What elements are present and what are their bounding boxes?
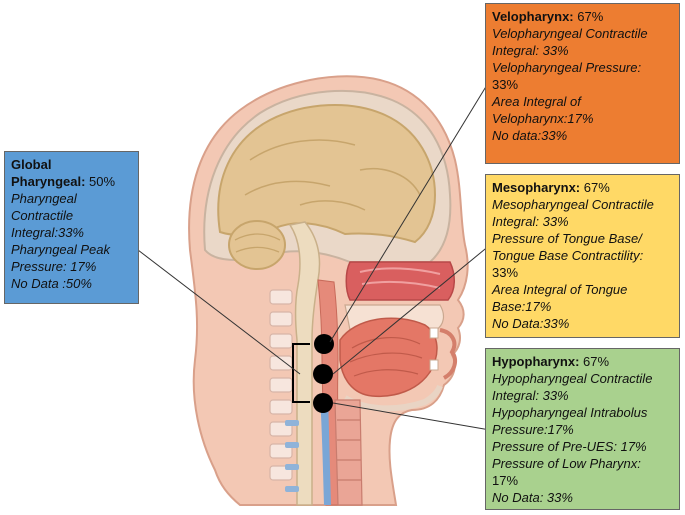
- hypopharynx-percent: 67%: [579, 354, 610, 369]
- mesopharynx-line: Mesopharyngeal Contractile: [492, 197, 654, 212]
- velopharynx-title: Velopharynx:: [492, 9, 574, 24]
- mesopharynx-leader-line: [332, 244, 491, 375]
- velopharynx-line: Velopharyngeal Pressure:: [492, 60, 642, 75]
- mandible: [343, 384, 443, 412]
- hypopharynx-leader-line: [332, 402, 491, 431]
- vertebral-discs: [285, 420, 299, 492]
- global-line: Pharyngeal: [11, 191, 77, 206]
- global-line: Integral:33%: [11, 225, 84, 240]
- hypopharynx-line: Hypopharyngeal Contractile: [492, 371, 653, 386]
- mesopharynx-box: Mesopharynx: 67% Mesopharyngeal Contract…: [485, 174, 680, 338]
- velopharynx-marker: [314, 334, 334, 354]
- velopharynx-line: Integral: 33%: [492, 43, 569, 58]
- mesopharynx-title: Mesopharynx:: [492, 180, 581, 195]
- velopharynx-box: Velopharynx: 67% Velopharyngeal Contract…: [485, 3, 680, 164]
- global-line: No Data :50%: [11, 276, 92, 291]
- mesopharynx-line: Tongue Base Contractility:: [492, 248, 644, 263]
- mesopharynx-line: Integral: 33%: [492, 214, 569, 229]
- mesopharynx-line: Base:17%: [492, 299, 552, 314]
- hypopharynx-marker: [313, 393, 333, 413]
- mesopharynx-marker: [313, 364, 333, 384]
- hypopharynx-line: Hypopharyngeal Intrabolus: [492, 405, 648, 420]
- velopharynx-line: Velopharynx:17%: [492, 111, 594, 126]
- region-bracket: [292, 343, 310, 403]
- global-leader-line: [137, 249, 301, 375]
- hypopharynx-box: Hypopharynx: 67% Hypopharyngeal Contract…: [485, 348, 680, 510]
- tongue: [339, 317, 438, 398]
- global-line: Pressure: 17%: [11, 259, 97, 274]
- global-line: Contractile: [11, 208, 74, 223]
- hypopharynx-line: Pressure of Pre-UES: 17%: [492, 439, 647, 454]
- velopharynx-leader-line: [329, 79, 491, 343]
- global-percent: 50%: [85, 174, 116, 189]
- hypopharynx-title: Hypopharynx:: [492, 354, 580, 369]
- global-pharyngeal-box: Global Pharyngeal: 50% Pharyngeal Contra…: [4, 151, 139, 304]
- global-title: Global: [11, 157, 52, 172]
- lips: [439, 328, 458, 380]
- mesopharynx-line: Pressure of Tongue Base/: [492, 231, 642, 246]
- velopharynx-line: No data:33%: [492, 128, 568, 143]
- vertebrae: [269, 289, 293, 481]
- hypopharynx-line: No Data: 33%: [492, 490, 573, 505]
- hypopharynx-line: Pressure:17%: [492, 422, 574, 437]
- velopharynx-line: Area Integral of: [492, 94, 581, 109]
- hypopharynx-line: Pressure of Low Pharynx:: [492, 456, 641, 471]
- velopharynx-line: Velopharyngeal Contractile: [492, 26, 648, 41]
- esophagus: [320, 395, 331, 505]
- velopharynx-percent: 67%: [573, 9, 604, 24]
- mesopharynx-percent: 67%: [580, 180, 610, 195]
- hypopharynx-line: Integral: 33%: [492, 388, 569, 403]
- mesopharynx-line: Area Integral of Tongue: [492, 282, 628, 297]
- brainstem: [288, 221, 321, 506]
- global-line: Pharyngeal Peak: [11, 242, 111, 257]
- hypopharynx-line: 17%: [492, 473, 519, 488]
- mesopharynx-line: No Data:33%: [492, 316, 570, 331]
- cerebellum: [228, 220, 286, 270]
- larynx: [334, 399, 363, 506]
- mesopharynx-line: 33%: [492, 265, 519, 280]
- velopharynx-line: 33%: [492, 77, 519, 92]
- global-title-2: Pharyngeal:: [11, 174, 86, 189]
